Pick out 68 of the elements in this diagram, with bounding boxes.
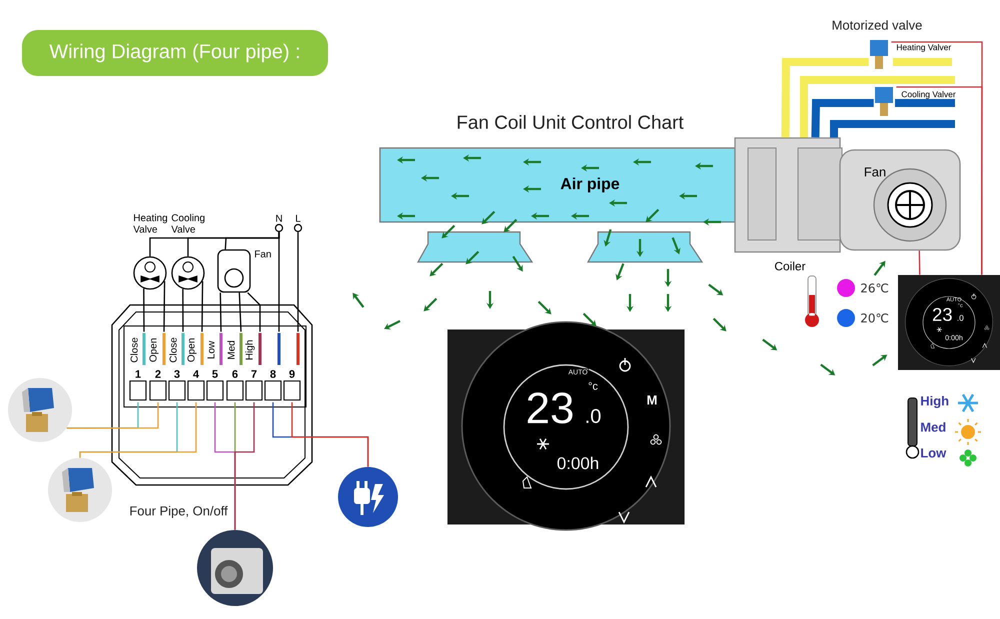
node-label: High — [245, 340, 255, 360]
node-label: Close — [169, 338, 177, 362]
node-label: N — [276, 214, 282, 222]
terminal-housing — [111, 304, 313, 486]
wire — [182, 288, 184, 332]
node-label: Med — [227, 340, 235, 359]
wire — [297, 232, 299, 332]
legend-label: High — [921, 396, 948, 408]
terminal: Close 3 — [168, 333, 186, 401]
node-label: 9 — [289, 370, 295, 378]
node-label: 1 — [136, 370, 141, 378]
pipe — [781, 58, 869, 138]
motorized-valve: Heating Valver — [870, 40, 952, 69]
terminal: High 7 — [245, 333, 263, 401]
legend-label: 26℃ — [861, 284, 888, 293]
terminal: 9 — [283, 333, 301, 401]
label: Four Pipe, On/off — [130, 506, 228, 518]
node-label: Cooling Valver — [902, 91, 956, 99]
terminal: Open 4 — [187, 333, 205, 401]
legend-label: Low — [921, 448, 946, 458]
label: Motorized valve — [832, 20, 922, 30]
node-label: 8 — [270, 370, 276, 378]
air-pipe: Air pipe — [379, 147, 736, 223]
node-label: Heating Valver — [896, 44, 952, 52]
pipe — [811, 99, 874, 138]
wire — [291, 402, 369, 467]
node-label: 5 — [212, 370, 218, 378]
fan-unit: Fan — [839, 149, 961, 251]
wire — [238, 292, 242, 332]
wire — [201, 281, 204, 332]
node-label: Open — [187, 338, 197, 362]
terminal: 8 — [264, 333, 282, 401]
terminal-pin: N — [274, 214, 284, 232]
wire — [247, 292, 261, 332]
wire — [896, 86, 983, 275]
wire — [66, 402, 159, 429]
wire — [79, 402, 197, 458]
node-label: 2 — [155, 370, 161, 378]
node-label: Close — [130, 338, 138, 362]
terminal-pin: L — [294, 214, 302, 232]
legend-label: 20℃ — [861, 314, 888, 323]
legend-label: Med — [921, 422, 946, 432]
wire — [224, 232, 280, 250]
title-badge: Wiring Diagram (Four pipe) : — [22, 30, 328, 76]
node-label: L — [296, 214, 300, 222]
fan-photo — [197, 530, 274, 606]
terminal: Close 1 — [129, 333, 147, 401]
node-label: 4 — [193, 370, 199, 378]
valve-photo — [8, 378, 72, 442]
wire — [163, 281, 166, 332]
terminal: Open 2 — [149, 333, 167, 401]
node-label: 6 — [232, 370, 238, 378]
motorized-valve: Cooling Valver — [875, 87, 956, 116]
node-label: 7 — [251, 370, 257, 378]
wire — [143, 288, 145, 332]
node-label: Low — [208, 340, 214, 358]
valve-photo — [48, 458, 112, 522]
terminal: Med 6 — [226, 333, 244, 401]
node-label: 3 — [174, 370, 180, 378]
temperature-reading: 23 — [933, 308, 952, 322]
wire — [234, 402, 255, 530]
temperature-reading: .0 — [958, 314, 964, 321]
label: Fan Coil Unit Control Chart — [458, 115, 684, 129]
wire — [220, 292, 222, 332]
wire — [918, 250, 920, 275]
terminal: Low 5 — [206, 333, 224, 401]
power-plug-icon — [338, 467, 398, 528]
node-label: Open — [149, 338, 159, 362]
